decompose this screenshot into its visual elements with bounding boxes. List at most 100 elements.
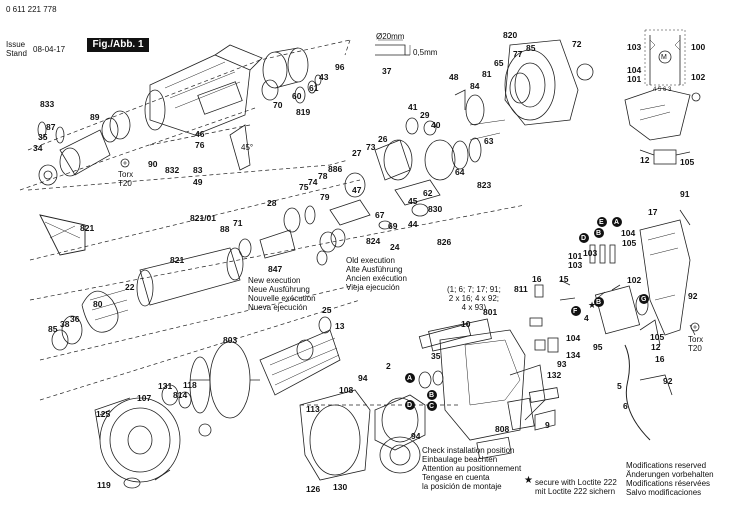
callout-833: 833 xyxy=(40,99,55,109)
letter-a-top: A xyxy=(614,219,620,226)
callout-4: 4 xyxy=(584,313,589,323)
callout-16-right: 16 xyxy=(655,354,665,364)
callout-83: 83 xyxy=(193,165,203,175)
callout-46: 46 xyxy=(195,129,205,139)
callout-801: 801 xyxy=(483,307,498,317)
callout-70: 70 xyxy=(273,100,283,110)
callout-36: 36 xyxy=(70,314,80,324)
check-notice-en: Check installation position xyxy=(422,446,515,455)
callout-73: 73 xyxy=(366,142,376,152)
callout-81: 81 xyxy=(482,69,492,79)
callout-85-mid: 85 xyxy=(48,324,58,334)
callout-102-c: 102 xyxy=(691,72,706,82)
callout-27: 27 xyxy=(352,148,362,158)
callout-28: 28 xyxy=(267,198,277,208)
modifications-fr: Modifications réservées xyxy=(626,479,711,488)
callout-38: 38 xyxy=(60,319,70,329)
callout-65: 65 xyxy=(494,58,504,68)
callout-5: 5 xyxy=(617,381,622,391)
loctite-de: mit Loctite 222 sichern xyxy=(535,487,616,496)
callout-808: 808 xyxy=(495,424,510,434)
motor-symbol: M xyxy=(661,54,667,61)
callout-824: 824 xyxy=(366,236,381,246)
new-execution-de: Neue Ausführung xyxy=(248,285,310,294)
callout-107: 107 xyxy=(137,393,152,403)
callout-130: 130 xyxy=(333,482,348,492)
handle-drawing xyxy=(639,209,696,336)
callout-48: 48 xyxy=(449,72,459,82)
callout-62: 62 xyxy=(423,188,433,198)
callout-101-c: 101 xyxy=(627,74,642,84)
spindle-drawing xyxy=(39,205,316,351)
old-execution-fr: Ancien exécution xyxy=(346,274,407,283)
callout-63: 63 xyxy=(484,136,494,146)
callout-47: 47 xyxy=(352,185,362,195)
armature-drawing xyxy=(161,316,341,437)
sleeve-drawing xyxy=(229,47,322,171)
issue-date: 08-04-17 xyxy=(33,45,66,54)
callout-94-bottom: 94 xyxy=(411,431,421,441)
letter-f: F xyxy=(573,308,578,315)
callout-41: 41 xyxy=(408,102,418,112)
callout-61: 61 xyxy=(309,83,319,93)
callout-92-right: 92 xyxy=(688,291,698,301)
figure-label: Fig./Abb. 1 xyxy=(87,38,149,52)
callout-103-a: 103 xyxy=(583,248,598,258)
letter-c-bottom: C xyxy=(429,403,435,410)
callout-71: 71 xyxy=(233,218,243,228)
loctite-star: ★ xyxy=(524,475,533,486)
old-execution-drawing xyxy=(316,228,346,266)
callout-64: 64 xyxy=(455,167,465,177)
callout-105-c: 105 xyxy=(680,157,695,167)
modifications-es: Salvo modificaciones xyxy=(626,488,702,497)
loctite-en: secure with Loctite 222 xyxy=(535,478,617,487)
callout-85-top: 85 xyxy=(526,43,536,53)
modifications-en: Modifications reserved xyxy=(626,461,707,470)
letter-e-top: E xyxy=(599,219,604,226)
callout-132: 132 xyxy=(547,370,562,380)
callout-811: 811 xyxy=(514,284,528,294)
stand-label: Stand xyxy=(6,49,27,58)
old-execution-note: Old execution Alte Ausführung Ancien exé… xyxy=(346,256,407,292)
letter-a-bottom: A xyxy=(407,375,413,382)
callout-134: 134 xyxy=(566,350,581,360)
new-execution-en: New execution xyxy=(248,276,301,285)
callout-69: 69 xyxy=(388,221,398,231)
callout-67: 67 xyxy=(375,210,385,220)
switch-assembly-drawing xyxy=(529,244,673,441)
part-list-line-2: 2 x 16; 4 x 92; xyxy=(448,294,500,303)
letter-d-top: D xyxy=(581,235,587,242)
part-number: 0 611 221 778 xyxy=(6,5,57,14)
callout-94-top: 94 xyxy=(358,373,368,383)
callout-105-b: 105 xyxy=(650,332,665,342)
check-notice-fr: Attention au positionnement xyxy=(422,464,522,473)
callout-80: 80 xyxy=(93,299,103,309)
letter-b-bottom: B xyxy=(429,392,435,399)
callout-102: 102 xyxy=(627,275,642,285)
loctite-note: secure with Loctite 222 mit Loctite 222 … xyxy=(535,478,617,496)
callout-832: 832 xyxy=(165,165,180,175)
callout-60: 60 xyxy=(292,91,302,101)
torx-label-top: Torx xyxy=(118,170,134,179)
letter-b-switch: B xyxy=(596,299,602,306)
electronic-module-drawing xyxy=(624,29,701,165)
callout-95: 95 xyxy=(593,342,603,352)
callout-131: 131 xyxy=(158,381,173,391)
callout-830: 830 xyxy=(428,204,443,214)
callout-88: 88 xyxy=(220,224,230,234)
callout-101: 101 xyxy=(568,251,583,261)
old-execution-en: Old execution xyxy=(346,256,395,265)
callout-13: 13 xyxy=(335,321,345,331)
callout-15: 15 xyxy=(559,274,569,284)
callout-72: 72 xyxy=(572,39,582,49)
old-execution-de: Alte Ausführung xyxy=(346,265,403,274)
callout-79: 79 xyxy=(320,192,330,202)
diameter-label: Ø20mm xyxy=(376,32,405,41)
schematic-pins: 4 5 6 3 xyxy=(653,87,672,93)
check-notice-es-1: Tengase en cuenta xyxy=(422,473,490,482)
callout-125: 125 xyxy=(96,409,111,419)
callout-821-left: 821 xyxy=(80,223,95,233)
callout-87: 87 xyxy=(46,122,56,132)
callout-100: 100 xyxy=(691,42,706,52)
callout-886: 886 xyxy=(328,164,343,174)
